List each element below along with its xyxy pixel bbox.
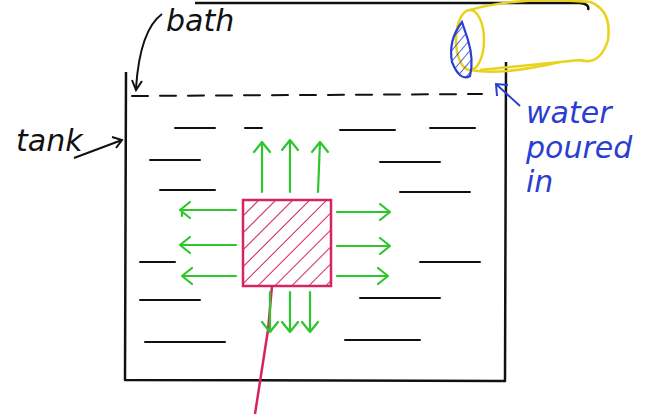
tank-label: tank xyxy=(16,124,83,159)
bath-label: bath xyxy=(166,4,234,39)
poured-water xyxy=(451,22,471,77)
pour-arrow xyxy=(496,84,520,106)
tank-outline xyxy=(125,62,506,381)
water-label: water poured in xyxy=(526,96,632,200)
bath-leader xyxy=(136,14,162,88)
pressure-arrows xyxy=(180,140,390,332)
water-lines xyxy=(132,94,482,342)
immersed-block xyxy=(243,200,331,286)
pouring-cup xyxy=(456,0,609,72)
label-slot: tank xyxy=(16,124,83,159)
bath-arrowhead xyxy=(132,80,142,90)
label-slot: bath xyxy=(166,4,234,39)
label-slot: water poured in xyxy=(526,96,632,200)
top-border-stroke xyxy=(195,3,588,10)
